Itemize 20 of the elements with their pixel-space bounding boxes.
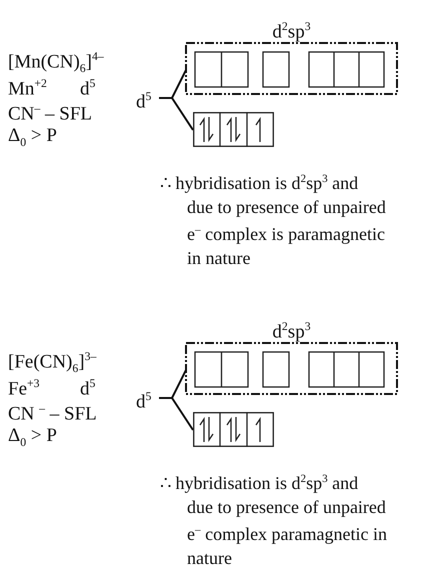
d5-label: d$^{5}$ — [136, 86, 152, 114]
formula-label: d$^{5}$ — [80, 76, 96, 100]
branch-line — [159, 97, 194, 131]
formula-label: Fe$^{+3}$ — [8, 376, 40, 400]
conclusion-text: ∴ hybridisation is d$^{2}$sp$^{3}$ and due to presence of unpaired e$^{–}$ complex paramagnetic in nature — [160, 472, 388, 570]
formula-label: CN$^{–}$ – SFL — [8, 101, 92, 126]
formula-label: [Fe(CN)$_{6}$]$^{3–}$ — [8, 349, 96, 378]
formula-label: Δ$_{0}$ > P — [8, 125, 57, 151]
formula-label: Mn$^{+2}$ — [8, 76, 47, 100]
formula-label: [Mn(CN)$_{6}$]$^{4–}$ — [8, 49, 104, 78]
branch-line — [159, 397, 194, 431]
d5-label: d$^{5}$ — [136, 386, 152, 414]
hybridisation-label: d$^{2}$sp$^{3}$ — [272, 319, 311, 344]
formula-label: Δ$_{0}$ > P — [8, 425, 57, 451]
filled-orbitals-drawing — [193, 412, 274, 447]
hybridisation-label: d$^{2}$sp$^{3}$ — [272, 19, 311, 44]
formula-label: CN $^{–}$ – SFL — [8, 401, 97, 426]
conclusion-text: ∴ hybridisation is d$^{2}$sp$^{3}$ and due to presence of unpaired e$^{–}$ complex is paramagnetic in nature — [160, 172, 387, 270]
filled-orbitals-drawing — [193, 112, 274, 147]
formula-label: d$^{5}$ — [80, 376, 96, 400]
